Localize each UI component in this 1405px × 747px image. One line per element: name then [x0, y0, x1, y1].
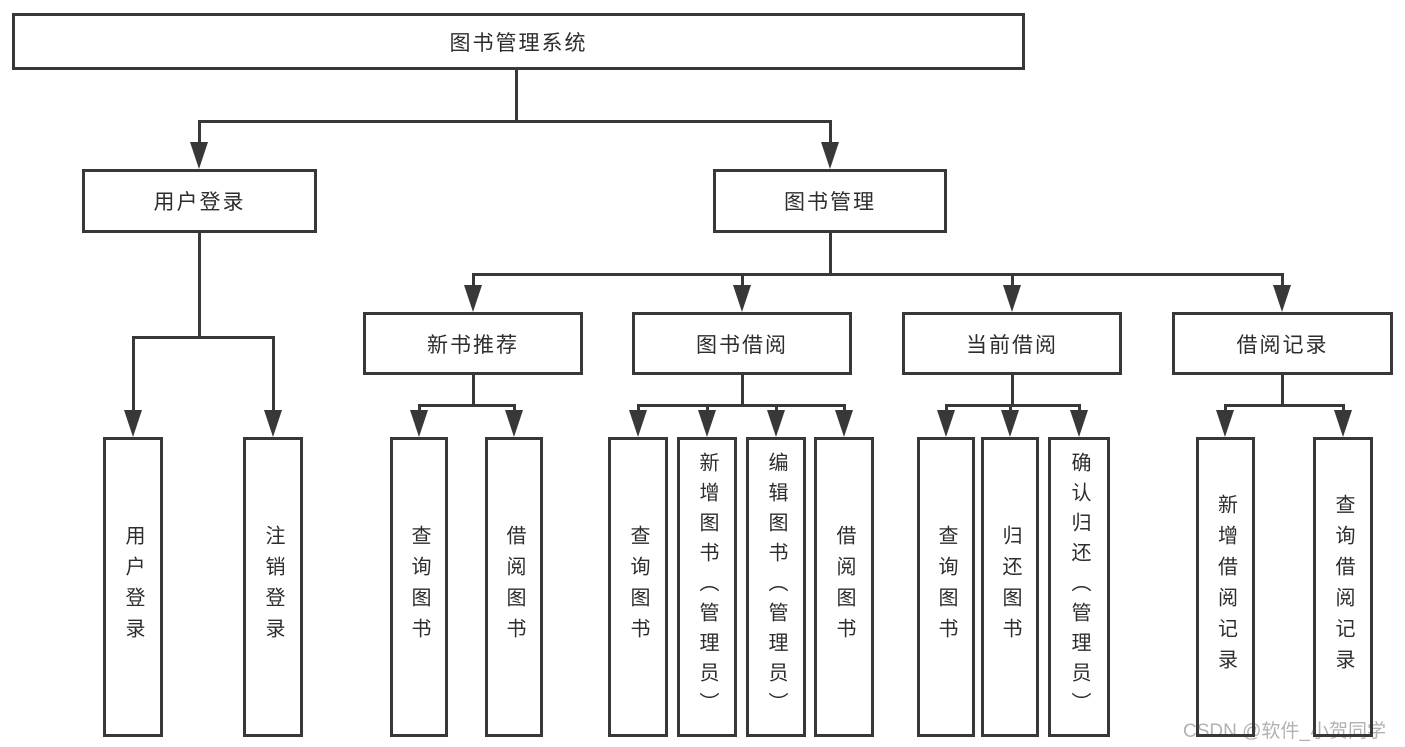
connector-book-management-stem: [829, 233, 832, 275]
arrowhead-current-borrow: [1003, 285, 1021, 312]
node-user-login: 用户登录: [82, 169, 317, 233]
connector-borrow-record-stem: [1281, 375, 1284, 406]
leaf-add-book-admin: 新增图书（管理员）: [677, 437, 737, 737]
leaf-add-borrow-record: 新增借阅记录: [1196, 437, 1255, 737]
leaf-logout: 注销登录: [243, 437, 303, 737]
node-root-label: 图书管理系统: [449, 31, 588, 55]
arrowhead-leaf-logout: [264, 410, 282, 437]
node-book-borrow-label: 图书借阅: [696, 333, 788, 357]
connector-book-borrow-stem: [741, 375, 744, 406]
leaf-query-book-2-label: 查询图书: [627, 525, 649, 649]
node-book-management: 图书管理: [713, 169, 947, 233]
node-root: 图书管理系统: [12, 13, 1025, 70]
arrowhead-user-login: [190, 142, 208, 169]
leaf-query-borrow-record-label: 查询借阅记录: [1332, 494, 1354, 680]
arrowhead-edit-book-admin: [767, 410, 785, 437]
leaf-query-borrow-record: 查询借阅记录: [1313, 437, 1373, 737]
connector-drop-book-borrow: [741, 275, 744, 287]
arrowhead-query-borrow-record: [1334, 410, 1352, 437]
leaf-confirm-return-admin-label: 确认归还（管理员）: [1068, 452, 1090, 722]
connector-new-book-recommend-stem: [472, 375, 475, 406]
node-current-borrow-label: 当前借阅: [966, 333, 1058, 357]
node-borrow-record: 借阅记录: [1172, 312, 1393, 375]
leaf-return-book: 归还图书: [981, 437, 1039, 737]
arrowhead-book-borrow: [733, 285, 751, 312]
node-book-management-label: 图书管理: [784, 191, 876, 214]
leaf-query-book-3-label: 查询图书: [935, 525, 957, 649]
arrowhead-borrow-book-2: [835, 410, 853, 437]
connector-drop-new-book-recommend: [472, 275, 475, 287]
connector-book-management-bar: [472, 273, 1284, 276]
leaf-edit-book-admin-label: 编辑图书（管理员）: [765, 452, 787, 722]
node-current-borrow: 当前借阅: [902, 312, 1122, 375]
connector-current-borrow-bar: [945, 404, 1081, 407]
connector-drop-borrow-record: [1281, 275, 1284, 287]
connector-root-bar: [198, 120, 832, 123]
connector-root-stem: [515, 70, 518, 123]
leaf-query-book-1-label: 查询图书: [408, 525, 430, 649]
leaf-query-book-2: 查询图书: [608, 437, 668, 737]
leaf-confirm-return-admin: 确认归还（管理员）: [1048, 437, 1110, 737]
arrowhead-query-book-3: [937, 410, 955, 437]
connector-drop-book-management: [829, 121, 832, 145]
arrowhead-return-book: [1001, 410, 1019, 437]
connector-borrow-record-bar: [1224, 404, 1345, 407]
node-new-book-recommend: 新书推荐: [363, 312, 583, 375]
connector-user-login-stem: [198, 233, 201, 338]
connector-current-borrow-stem: [1011, 375, 1014, 406]
node-borrow-record-label: 借阅记录: [1236, 333, 1329, 357]
leaf-borrow-book-1: 借阅图书: [485, 437, 543, 737]
leaf-user-login: 用户登录: [103, 437, 163, 737]
leaf-logout-label: 注销登录: [262, 525, 284, 649]
leaf-borrow-book-2-label: 借阅图书: [833, 525, 855, 649]
arrowhead-borrow-record: [1273, 285, 1291, 312]
arrowhead-query-book-1: [410, 410, 428, 437]
arrowhead-confirm-return-admin: [1070, 410, 1088, 437]
node-user-login-label: 用户登录: [153, 191, 246, 214]
arrowhead-add-book-admin: [698, 410, 716, 437]
arrowhead-query-book-2: [629, 410, 647, 437]
leaf-borrow-book-2: 借阅图书: [814, 437, 874, 737]
node-book-borrow: 图书借阅: [632, 312, 852, 375]
arrowhead-book-management: [821, 142, 839, 169]
connector-drop-leaf-logout: [272, 338, 275, 412]
connector-new-book-recommend-bar: [418, 404, 516, 407]
arrowhead-borrow-book-1: [505, 410, 523, 437]
leaf-add-borrow-record-label: 新增借阅记录: [1214, 494, 1237, 680]
leaf-query-book-3: 查询图书: [917, 437, 975, 737]
connector-book-borrow-bar: [637, 404, 846, 407]
arrowhead-leaf-user-login: [124, 410, 142, 437]
node-new-book-recommend-label: 新书推荐: [427, 333, 519, 357]
connector-drop-current-borrow: [1011, 275, 1014, 287]
leaf-edit-book-admin: 编辑图书（管理员）: [746, 437, 806, 737]
connector-user-login-bar: [132, 336, 275, 339]
connector-drop-user-login: [198, 121, 201, 145]
leaf-return-book-label: 归还图书: [999, 525, 1021, 649]
leaf-borrow-book-1-label: 借阅图书: [503, 525, 525, 649]
arrowhead-add-borrow-record: [1216, 410, 1234, 437]
connector-drop-leaf-user-login: [132, 338, 135, 412]
leaf-user-login-label: 用户登录: [122, 525, 144, 649]
leaf-add-book-admin-label: 新增图书（管理员）: [696, 452, 718, 722]
arrowhead-new-book-recommend: [464, 285, 482, 312]
leaf-query-book-1: 查询图书: [390, 437, 448, 737]
